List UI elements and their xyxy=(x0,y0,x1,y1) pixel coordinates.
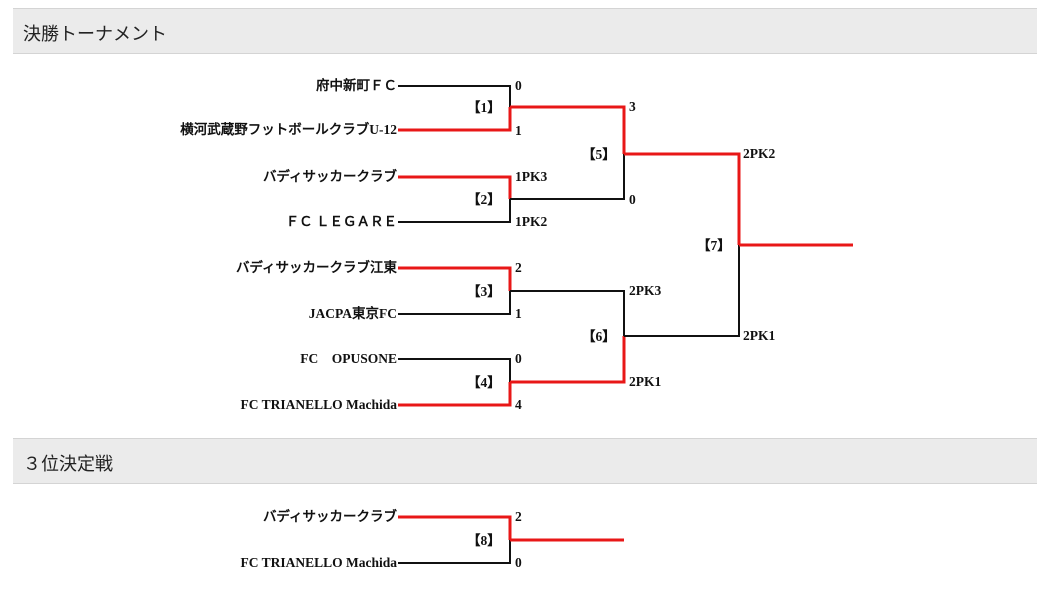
m7-bottom-score: 2PK1 xyxy=(743,328,776,343)
match-label-3: 【3】 xyxy=(467,284,501,299)
team-name: 横河武蔵野フットボールクラブU-12 xyxy=(180,122,397,137)
m5-top-line xyxy=(510,105,626,154)
m4-bottom-line xyxy=(398,382,512,407)
m1-top-score: 0 xyxy=(515,78,522,93)
third-place-header: ３位決定戦 xyxy=(13,438,1037,484)
match-label-7: 【7】 xyxy=(697,238,731,253)
m5-bottom-line xyxy=(510,154,625,200)
m8-bottom-line xyxy=(398,540,511,564)
team-name: バディサッカークラブ xyxy=(262,509,397,524)
m1-bottom-score: 1 xyxy=(515,123,522,138)
m6-top-line xyxy=(510,290,625,336)
m1-top-line xyxy=(398,85,511,107)
m3-top-score: 2 xyxy=(515,260,522,275)
match-label-4: 【4】 xyxy=(467,375,501,390)
m4-top-line xyxy=(398,358,511,382)
m3-bottom-score: 1 xyxy=(515,306,522,321)
m3-top-line xyxy=(398,266,512,291)
team-name: 府中新町ＦＣ xyxy=(316,78,397,93)
match-label-6: 【6】 xyxy=(582,329,616,344)
m1-bottom-line xyxy=(398,107,512,132)
m2-top-line xyxy=(398,175,512,199)
m3-bottom-line xyxy=(398,291,511,315)
m6-top-score: 2PK3 xyxy=(629,283,662,298)
third-place-title: ３位決定戦 xyxy=(23,454,113,475)
match-label-5: 【5】 xyxy=(582,147,616,162)
m4-bottom-score: 4 xyxy=(515,397,522,412)
team-name: バディサッカークラブ江東 xyxy=(235,260,397,275)
match-label-8: 【8】 xyxy=(467,533,501,548)
match-label-1: 【1】 xyxy=(467,100,501,115)
final-tournament-title: 決勝トーナメント xyxy=(23,24,167,45)
team-name: FC OPUSONE xyxy=(300,351,397,366)
team-name: ＦＣ ＬＥＧＡＲＥ xyxy=(285,214,397,229)
m8-top-score: 2 xyxy=(515,509,522,524)
final-tournament-header: 決勝トーナメント xyxy=(13,8,1037,54)
team-name: JACPA東京FC xyxy=(308,306,397,321)
m4-top-score: 0 xyxy=(515,351,522,366)
m8-bottom-score: 0 xyxy=(515,555,522,570)
team-name: FC TRIANELLO Machida xyxy=(240,555,397,570)
team-name: FC TRIANELLO Machida xyxy=(240,397,397,412)
m6-bottom-line xyxy=(510,336,626,384)
m7-top-score: 2PK2 xyxy=(743,146,776,161)
m5-bottom-score: 0 xyxy=(629,192,636,207)
m7-bottom-line xyxy=(624,245,740,337)
m5-top-score: 3 xyxy=(629,99,636,114)
m6-bottom-score: 2PK1 xyxy=(629,374,662,389)
m2-top-score: 1PK3 xyxy=(515,169,548,184)
m7-top-line xyxy=(624,152,741,245)
team-name: バディサッカークラブ xyxy=(262,169,397,184)
m8-top-line xyxy=(398,515,512,540)
m2-bottom-line xyxy=(398,199,511,223)
m2-bottom-score: 1PK2 xyxy=(515,214,548,229)
match-label-2: 【2】 xyxy=(467,192,501,207)
